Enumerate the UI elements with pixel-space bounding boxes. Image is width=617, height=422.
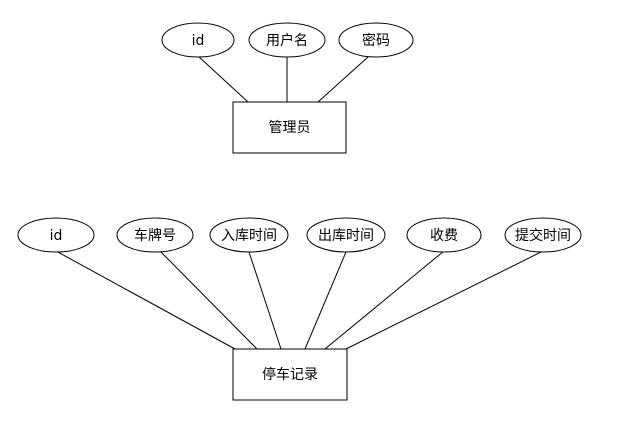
attribute-label: 密码 [362,32,390,49]
attr-parking-id: id [17,217,95,253]
attribute-ellipse [504,217,582,253]
attribute-ellipse [338,22,414,58]
attr-admin-username: 用户名 [248,22,326,58]
attr-parking-plate: 车牌号 [116,217,194,253]
entity-label: 停车记录 [262,366,318,383]
connector-admin-id [197,55,249,103]
attribute-label: 收费 [430,228,458,244]
entity-parking-record: 停车记录 [232,348,348,401]
attr-parking-in-time: 入库时间 [209,217,289,253]
connector-parking-submit-time [345,250,544,350]
attribute-ellipse [161,22,235,58]
attribute-ellipse [17,217,95,253]
attr-parking-submit-time: 提交时间 [504,217,582,253]
attribute-label: 车牌号 [134,227,176,244]
connector-parking-id [55,250,236,350]
connector-admin-password [317,56,369,103]
entity-box [232,348,348,401]
attribute-ellipse [306,217,386,253]
attr-admin-id: id [161,22,235,58]
attribute-ellipse [116,217,194,253]
attribute-ellipse [406,217,482,253]
connector-parking-plate [159,250,258,350]
attribute-label: 入库时间 [221,228,277,244]
attribute-label: 提交时间 [515,227,571,244]
connector-parking-fee [324,250,445,350]
connector-parking-out-time [304,251,347,350]
connector-parking-in-time [248,251,282,350]
connectors [55,55,544,350]
attribute-label: id [50,228,63,244]
entity-label: 管理员 [269,120,311,136]
attr-parking-out-time: 出库时间 [306,217,386,253]
attribute-label: id [192,33,205,49]
entity-admin: 管理员 [232,101,347,154]
attribute-ellipse [248,22,326,58]
attribute-ellipse [209,217,289,253]
attribute-label: 用户名 [266,32,308,49]
entity-box [232,101,347,154]
attribute-label: 出库时间 [318,228,374,244]
attr-admin-password: 密码 [338,22,414,58]
attr-parking-fee: 收费 [406,217,482,253]
